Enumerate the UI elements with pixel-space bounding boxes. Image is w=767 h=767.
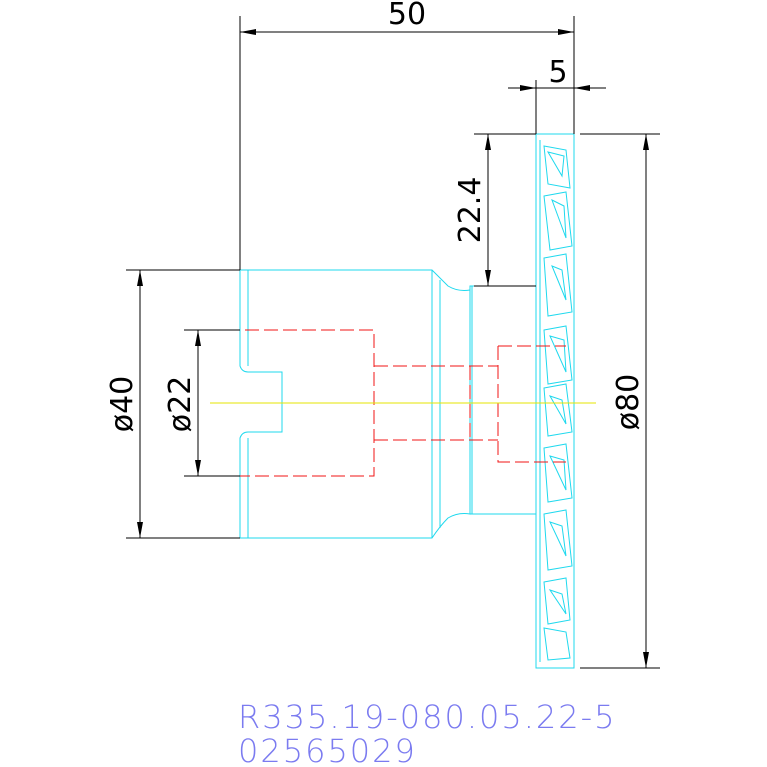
order-code: 02565029 xyxy=(238,732,417,767)
part-number: R335.19-080.05.22-5 xyxy=(238,698,617,736)
dim-overall-length: 50 xyxy=(239,0,575,270)
dim-text-bore-diameter: ø22 xyxy=(163,376,198,433)
tool-outline xyxy=(239,133,575,669)
dim-text-overall-length: 50 xyxy=(388,0,426,32)
dim-text-insert-width: 5 xyxy=(548,55,567,90)
dim-radial-offset: 22.4 xyxy=(453,133,536,287)
dim-text-cutter-diameter: ø80 xyxy=(611,374,646,431)
dim-shank-diameter: ø40 xyxy=(105,269,240,539)
dim-bore-diameter: ø22 xyxy=(163,329,240,477)
dim-text-shank-diameter: ø40 xyxy=(105,376,140,433)
cutter-disc-outline xyxy=(535,133,575,669)
dim-cutter-diameter: ø80 xyxy=(580,133,660,669)
cutter-inserts xyxy=(543,145,573,661)
dim-insert-width: 5 xyxy=(508,55,606,134)
neck-outline xyxy=(469,285,537,515)
dim-text-radial-offset: 22.4 xyxy=(453,177,488,244)
shank-outline xyxy=(239,269,471,539)
